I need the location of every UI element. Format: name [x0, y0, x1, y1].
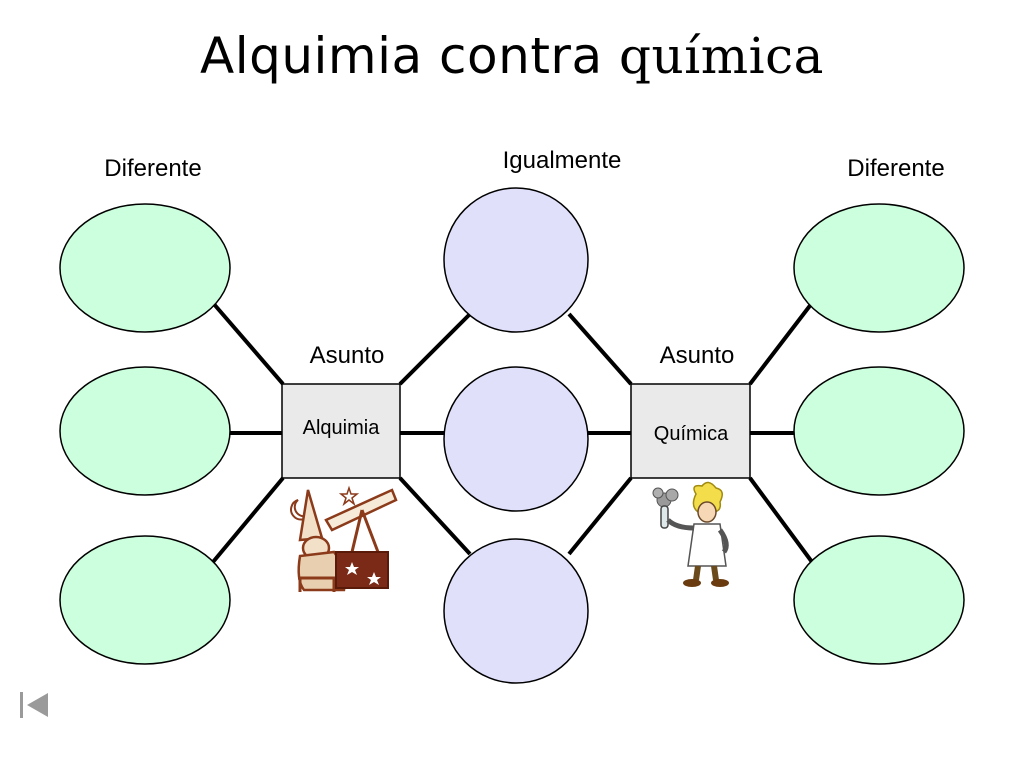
connector-line	[748, 301, 814, 386]
topic-label-right: Asunto	[660, 342, 735, 369]
wizard-hat-icon	[298, 489, 324, 542]
first-slide-arrow	[27, 693, 48, 717]
page-title: Alquimia contra química	[0, 27, 1024, 86]
chemist-shoe	[711, 579, 729, 587]
star-icon	[345, 562, 359, 575]
same-label: Igualmente	[503, 147, 622, 174]
subject-box-right[interactable]	[630, 383, 751, 479]
different-bubble-right-3[interactable]	[793, 535, 965, 665]
telescope-leg	[360, 509, 380, 553]
different-bubble-left-3[interactable]	[59, 535, 231, 665]
different-label-right: Diferente	[847, 155, 944, 182]
different-bubble-right-1[interactable]	[793, 203, 965, 333]
subject-box-left[interactable]	[281, 383, 401, 479]
title-part-1: Alquimia contra	[200, 27, 603, 85]
subject-label-left: Alquimia	[303, 417, 381, 439]
stool	[298, 576, 336, 592]
subject-label-right: Química	[654, 423, 729, 445]
lab-coat	[687, 523, 727, 567]
chemist-arm	[666, 518, 695, 531]
star-box	[335, 551, 389, 589]
chemist-head	[697, 501, 717, 523]
connector-line	[748, 476, 814, 564]
different-label-left: Diferente	[104, 155, 201, 182]
alchemist-illustration	[290, 485, 398, 592]
telescope-leg	[350, 509, 364, 553]
connector-lines	[211, 301, 814, 564]
connector-line	[211, 476, 285, 564]
star-icon	[338, 485, 360, 507]
connector-line	[567, 476, 633, 556]
smoke-icon	[665, 488, 679, 502]
chemist-legs	[693, 565, 719, 581]
topic-label-left: Asunto	[310, 342, 385, 369]
test-tube-icon	[660, 505, 669, 529]
same-bubble-3[interactable]	[443, 538, 589, 684]
connector-line	[211, 301, 285, 386]
first-slide-bar	[20, 692, 23, 718]
same-bubble-1[interactable]	[443, 187, 589, 333]
different-bubble-left-1[interactable]	[59, 203, 231, 333]
different-bubble-left-2[interactable]	[59, 366, 231, 496]
first-slide-icon[interactable]	[18, 690, 52, 720]
chemist-arm	[717, 528, 729, 554]
smoke-icon	[652, 487, 664, 499]
chemist-shoe	[683, 579, 701, 587]
different-bubble-right-2[interactable]	[793, 366, 965, 496]
same-bubble-2[interactable]	[443, 366, 589, 512]
connector-line	[567, 312, 633, 386]
connector-line	[398, 476, 472, 556]
connector-line	[398, 312, 472, 386]
star-icon	[367, 572, 381, 585]
chemist-illustration	[652, 481, 729, 587]
title-part-2: química	[619, 27, 824, 85]
